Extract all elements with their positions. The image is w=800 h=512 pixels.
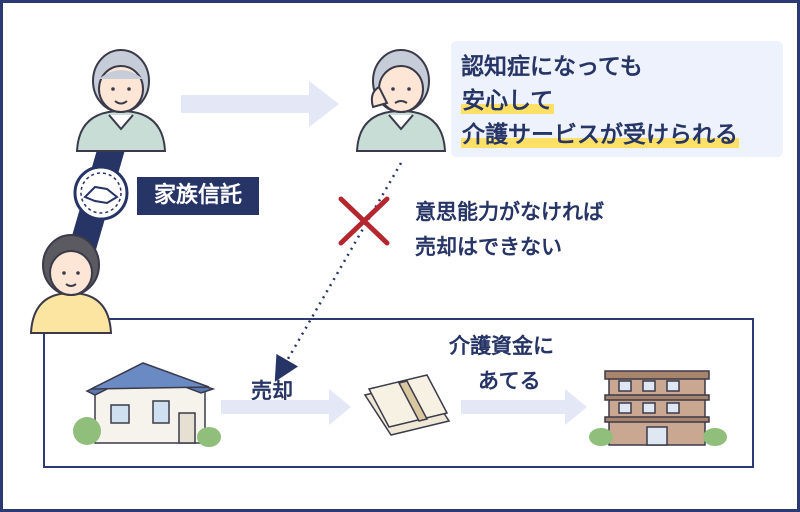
callout-line-3: 介護サービスが受けられる: [461, 122, 739, 148]
fund-line-2: あてる: [478, 369, 541, 393]
care-facility-icon: [589, 370, 727, 446]
callout-line-2-wrap: 安心して: [461, 87, 555, 115]
arrow-right-icon: [461, 389, 587, 425]
trust-label: 家族信託: [137, 177, 259, 215]
callout-line-3-wrap: 介護サービスが受けられる: [461, 121, 739, 149]
house-icon: [73, 362, 221, 447]
fund-line-1: 介護資金に: [449, 334, 554, 358]
worried-elderly-person-icon: [355, 49, 447, 152]
dotted-arrow: [274, 162, 403, 382]
arrow-right-icon: [221, 389, 351, 425]
cross-icon: [338, 196, 390, 246]
warning-line-1: 意思能力がなければ: [415, 200, 604, 224]
warning-line-2: 売却はできない: [415, 235, 562, 259]
callout-line-1: 認知症になっても: [461, 54, 643, 80]
sell-label: 売却: [251, 379, 293, 403]
illustrations: [29, 49, 727, 447]
callout-line-2: 安心して: [461, 88, 555, 114]
handshake-icon: [73, 165, 129, 221]
young-family-member-icon: [29, 234, 113, 334]
cash-bundle-icon: [363, 374, 451, 436]
arrow-right-icon: [181, 81, 339, 127]
elderly-person-icon: [75, 49, 167, 152]
